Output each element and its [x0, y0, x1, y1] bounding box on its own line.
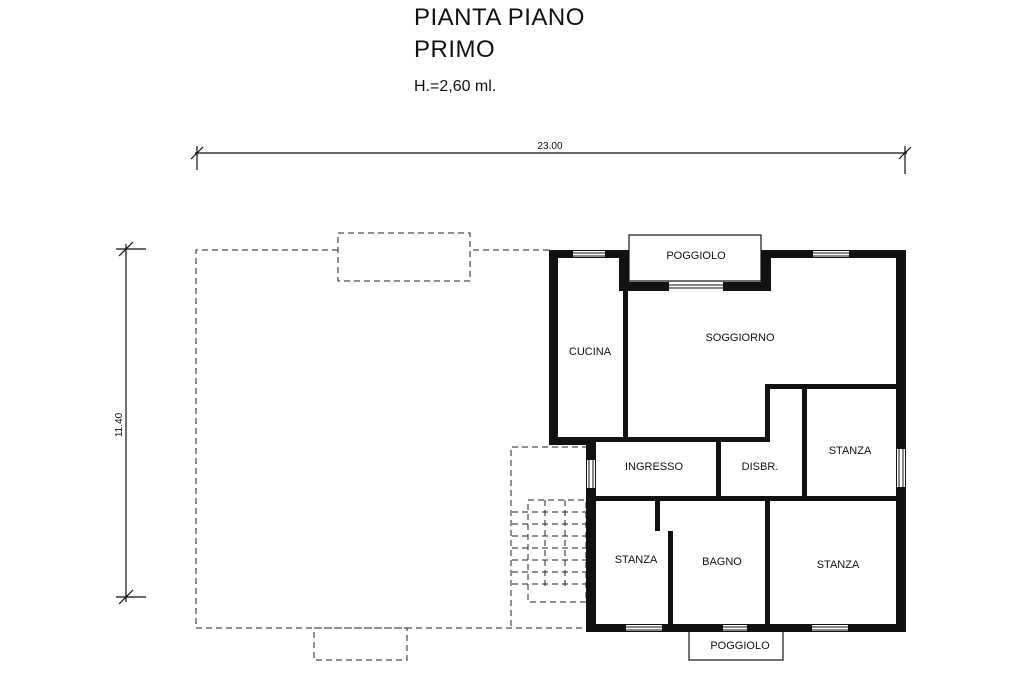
depth-dimension-label: 11.40 [114, 412, 125, 437]
room-label-cucina: CUCINA [569, 346, 612, 358]
room-label-poggiolo-south: POGGIOLO [710, 640, 770, 652]
room-label-disbr: DISBR. [742, 461, 779, 473]
windows [573, 251, 905, 631]
terrace-dashed-outline [195, 232, 588, 661]
ceiling-height-note: H.=2,60 ml. [414, 78, 497, 95]
room-label-bagno: BAGNO [702, 556, 742, 568]
stairs [512, 499, 587, 603]
room-label-stanza-southwest: STANZA [615, 554, 658, 566]
room-label-ingresso: INGRESSO [625, 461, 684, 473]
plan-title: PIANTA PIANO [414, 4, 585, 31]
room-label-stanza-southeast: STANZA [817, 559, 860, 571]
depth-dimension: 11.40 [114, 241, 146, 605]
width-dimension: 23.00 [190, 141, 912, 174]
room-label-soggiorno: SOGGIORNO [705, 332, 775, 344]
room-label-poggiolo-north: POGGIOLO [666, 250, 726, 262]
width-dimension-label: 23.00 [537, 141, 562, 152]
plan-title-floor: PRIMO [414, 36, 496, 63]
room-label-stanza-east: STANZA [829, 445, 872, 457]
interior-walls [595, 291, 896, 624]
